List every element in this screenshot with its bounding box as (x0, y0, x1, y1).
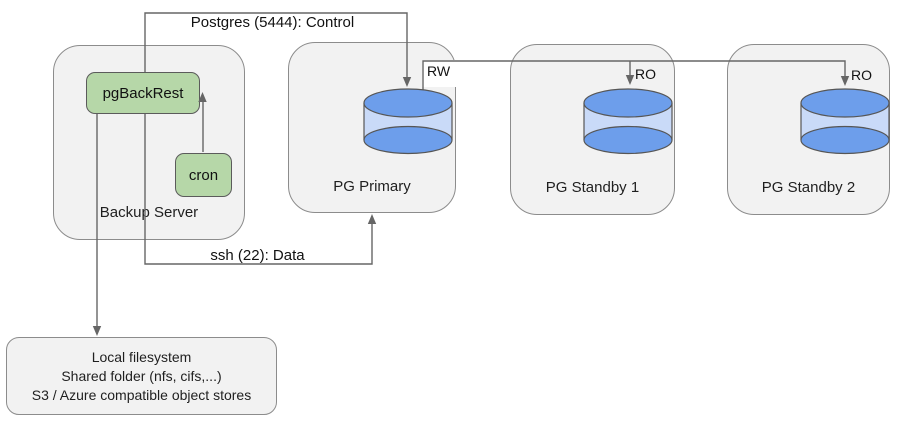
pgbackrest-node: pgBackRest (86, 72, 200, 114)
ssh-edge-label: ssh (22): Data (210, 247, 305, 264)
ro-port-label-standby-2: RO (851, 67, 872, 83)
pg-standby-2-label: PG Standby 2 (761, 179, 856, 196)
cron-node: cron (175, 153, 232, 197)
storage-line-3: S3 / Azure compatible object stores (31, 386, 252, 403)
cron-label: cron (188, 166, 219, 184)
arrowhead-storage (92, 326, 102, 336)
arrowhead-ssh (367, 214, 377, 224)
pg-standby-1-label: PG Standby 1 (545, 179, 640, 196)
storage-box: Local filesystem Shared folder (nfs, cif… (6, 337, 277, 415)
pg-primary-label: PG Primary (333, 178, 411, 195)
control-edge-label: Postgres (5444): Control (190, 14, 355, 31)
ro-port-label-standby-1: RO (635, 66, 656, 82)
storage-line-2: Shared folder (nfs, cifs,...) (61, 367, 222, 384)
pgbackrest-label: pgBackRest (102, 84, 184, 102)
rw-port-label: RW (422, 60, 457, 87)
backup-server-label: Backup Server (99, 204, 199, 221)
storage-line-1: Local filesystem (91, 348, 192, 365)
